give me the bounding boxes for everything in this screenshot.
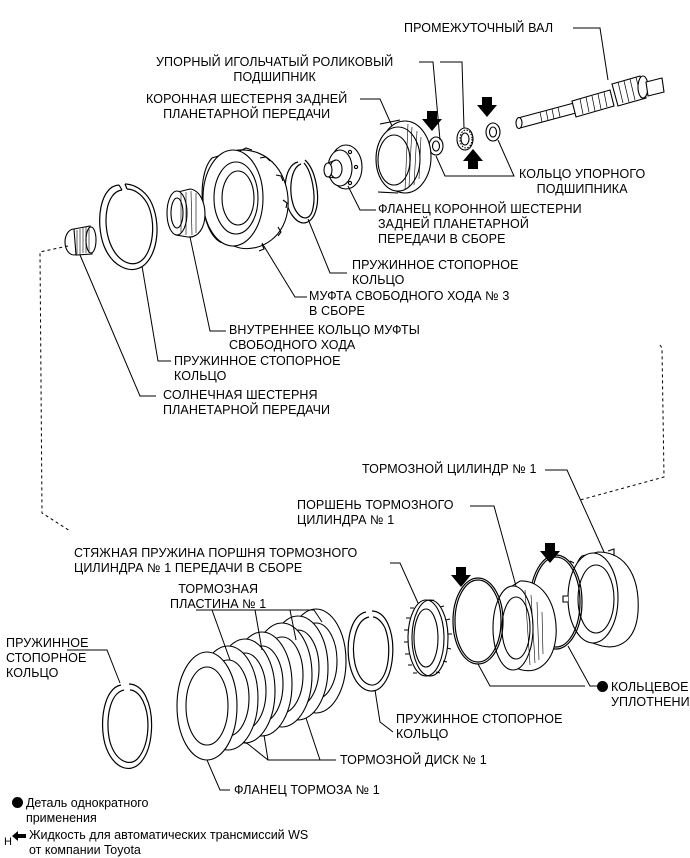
clutch-inner-race [166, 188, 206, 238]
label-return-spring: СТЯЖНАЯ ПРУЖИНА ПОРШНЯ ТОРМОЗНОГО ЦИЛИНД… [74, 546, 358, 575]
label-brake-cylinder: ТОРМОЗНОЙ ЦИЛИНДР № 1 [362, 462, 537, 476]
legend-atf: Жидкость для автоматических трансмиссий … [5, 813, 308, 858]
snap-ring-top [284, 159, 319, 224]
label-snap-ring-bottom: ПРУЖИННОЕ СТОПОРНОЕ КОЛЬЦО [396, 712, 563, 741]
snap-ring-mid [99, 183, 158, 271]
label-brake-piston: ПОРШЕНЬ ТОРМОЗНОГО ЦИЛИНДРА № 1 [297, 498, 454, 527]
rear-ring-gear [375, 119, 432, 194]
filled-circle-icon [597, 681, 608, 692]
assembly-guide-lines [39, 245, 665, 532]
label-brake-flange: ФЛАНЕЦ ТОРМОЗА № 1 [234, 783, 380, 797]
label-brake-disc: ТОРМОЗНОЙ ДИСК № 1 [340, 753, 487, 767]
label-snap-ring-left: ПРУЖИННОЕ СТОПОРНОЕ КОЛЬЦО [6, 636, 89, 680]
filled-circle-icon [11, 797, 23, 808]
label-snap-ring-mid: ПРУЖИННОЕ СТОПОРНОЕ КОЛЬЦО [174, 354, 341, 383]
legend-non-reusable-text: Деталь однократного применения [25, 796, 149, 825]
return-spring [404, 599, 452, 677]
thrust-race-left [428, 136, 444, 156]
thrust-needle-bearing [456, 127, 474, 151]
label-thrust-needle-bearing: УПОРНЫЙ ИГОЛЬЧАТЫЙ РОЛИКОВЫЙ ПОДШИПНИК [156, 55, 394, 84]
brake-pack [176, 608, 347, 761]
label-o-ring-text: КОЛЬЦЕВОЕ УПЛОТНЕНИЕ [611, 680, 690, 709]
label-snap-ring-top: ПРУЖИННОЕ СТОПОРНОЕ КОЛЬЦО [352, 258, 519, 287]
label-o-ring: КОЛЬЦЕВОЕ УПЛОТНЕНИЕ [597, 680, 690, 710]
intermediate-shaft [515, 75, 665, 130]
label-clutch-inner-race: ВНУТРЕННЕЕ КОЛЬЦО МУФТЫ СВОБОДНОГО ХОДА [229, 323, 420, 352]
leader-lines-bottom [67, 469, 606, 791]
brake-piston [492, 580, 557, 672]
one-way-clutch [201, 147, 289, 252]
label-ring-gear-flange: ФЛАНЕЦ КОРОННОЙ ШЕСТЕРНИ ЗАДНЕЙ ПЛАНЕТАР… [378, 202, 582, 246]
atf-arrow-icon [422, 97, 497, 169]
label-one-way-clutch: МУФТА СВОБОДНОГО ХОДА № 3 В СБОРЕ [309, 289, 510, 318]
label-sun-gear: СОЛНЕЧНАЯ ШЕСТЕРНЯ ПЛАНЕТАРНОЙ ПЕРЕДАЧИ [163, 388, 331, 417]
label-brake-plate: ТОРМОЗНАЯ ПЛАСТИНА № 1 [170, 582, 267, 611]
snap-ring-bottom [347, 610, 394, 692]
page-id: H [4, 836, 12, 848]
label-rear-ring-gear: КОРОННАЯ ШЕСТЕРНЯ ЗАДНЕЙ ПЛАНЕТАРНОЙ ПЕР… [146, 92, 348, 121]
label-intermediate-shaft: ПРОМЕЖУТОЧНЫЙ ВАЛ [404, 21, 554, 35]
snap-ring-left [102, 683, 153, 769]
thrust-bearing-race [485, 122, 501, 142]
atf-arrow-icon-bottom [451, 543, 560, 587]
label-thrust-bearing-race: КОЛЬЦО УПОРНОГО ПОДШИПНИКА [519, 167, 646, 196]
leader-lines-top [79, 27, 609, 397]
sun-gear [64, 225, 97, 256]
ring-gear-flange [323, 144, 363, 190]
legend-non-reusable: Деталь однократного применения [5, 781, 149, 826]
black-arrow-icon [11, 831, 26, 841]
